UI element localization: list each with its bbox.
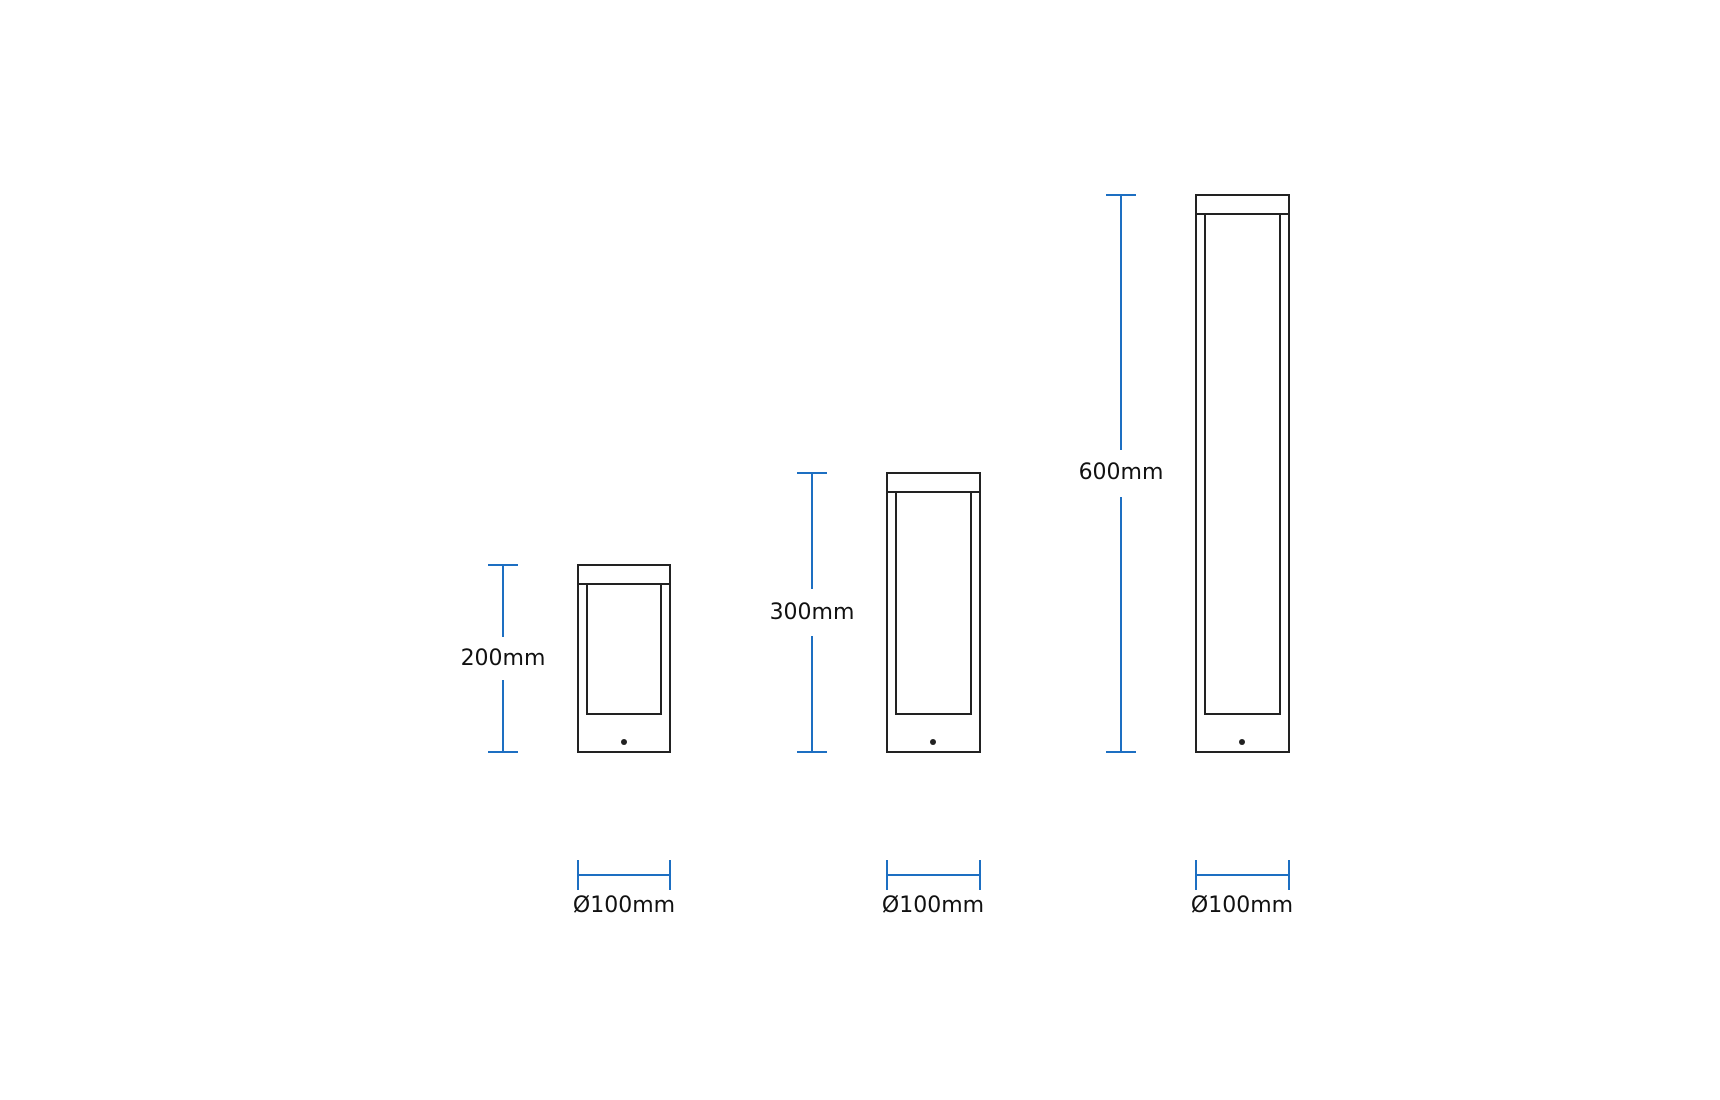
lamp-window <box>586 583 662 715</box>
lamp-window <box>1204 213 1281 715</box>
lamp-window <box>895 491 972 715</box>
bollard-200: 200mm Ø100mm <box>461 564 675 918</box>
lamp-sensor-dot <box>621 739 627 745</box>
lamp-outline-300 <box>886 472 981 753</box>
bollard-600: 600mm Ø100mm <box>1079 194 1293 918</box>
height-label: 300mm <box>770 600 855 625</box>
width-label: Ø100mm <box>573 893 675 918</box>
height-dimension-600: 600mm <box>1079 194 1164 753</box>
lamp-sensor-dot <box>1239 739 1245 745</box>
height-label: 200mm <box>461 646 546 671</box>
height-dimension-300: 300mm <box>770 472 855 753</box>
width-dimension-600: Ø100mm <box>1191 860 1293 918</box>
width-label: Ø100mm <box>882 893 984 918</box>
lamp-outline-200 <box>577 564 671 753</box>
width-dimension-300: Ø100mm <box>882 860 984 918</box>
bollard-300: 300mm Ø100mm <box>770 472 984 918</box>
height-label: 600mm <box>1079 460 1164 485</box>
lamp-outline-600 <box>1195 194 1290 753</box>
lamp-sensor-dot <box>930 739 936 745</box>
lamp-body <box>1195 194 1290 753</box>
width-label: Ø100mm <box>1191 893 1293 918</box>
height-dimension-200: 200mm <box>461 564 546 753</box>
lamp-body <box>886 472 981 753</box>
lamp-body <box>577 564 671 753</box>
width-dimension-200: Ø100mm <box>573 860 675 918</box>
